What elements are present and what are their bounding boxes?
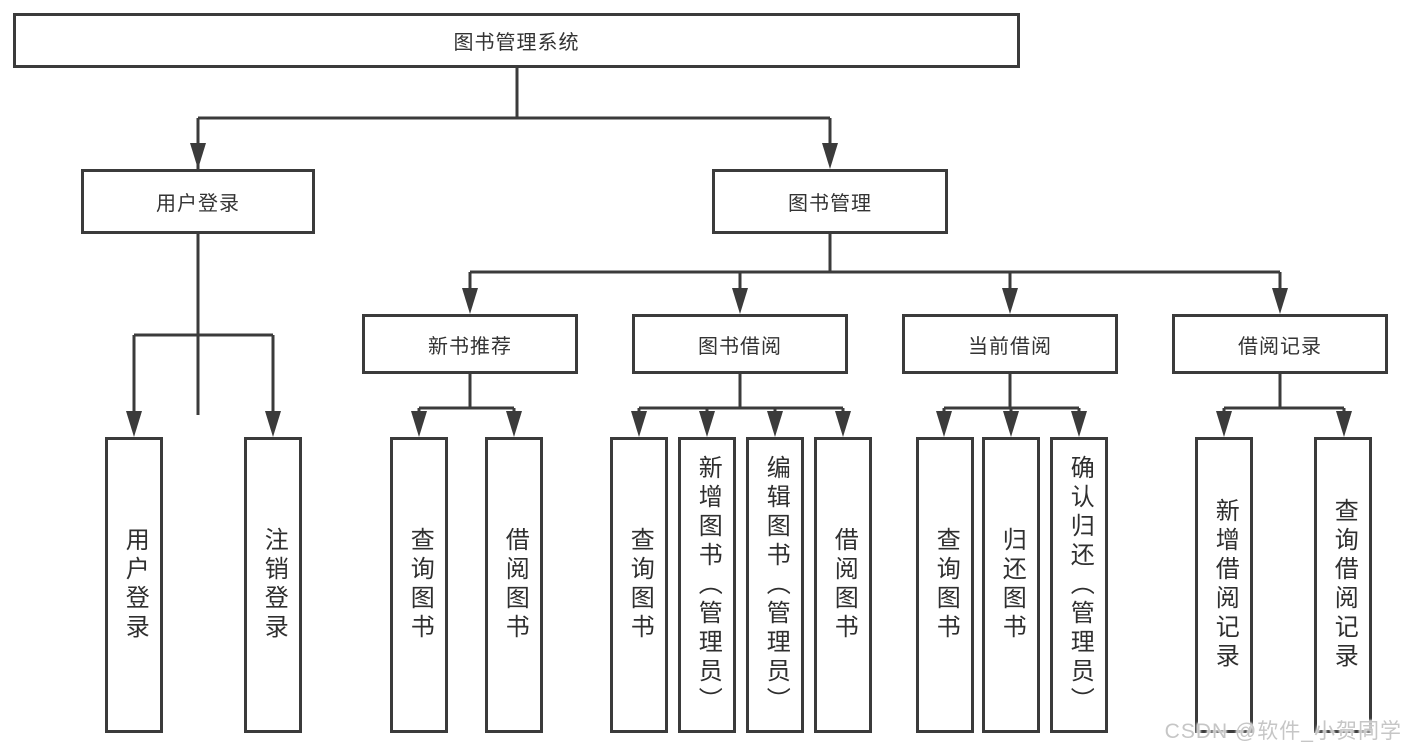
connector-bookmgmt-to-level3 — [468, 234, 1282, 296]
leaf-query-books-borrow: 查询图书 — [610, 437, 668, 733]
leaf-borrow-books-recommend: 借阅图书 — [485, 437, 543, 733]
leaf-logout: 注销登录 — [244, 437, 302, 733]
leaf-label: 查询图书 — [406, 527, 434, 643]
leaf-query-books-recommend: 查询图书 — [390, 437, 448, 733]
connector-newbook-to-leaves — [417, 374, 516, 419]
leaf-label: 归还图书 — [998, 527, 1026, 643]
node-current-borrow: 当前借阅 — [902, 314, 1118, 374]
leaf-confirm-return-admin: 确认归还（管理员） — [1050, 437, 1108, 733]
node-label: 图书借阅 — [698, 335, 782, 358]
node-label: 当前借阅 — [968, 335, 1052, 358]
node-label: 图书管理系统 — [453, 32, 580, 54]
leaf-label: 借阅图书 — [830, 527, 858, 643]
csdn-watermark: CSDN @软件_小贺同学 — [1164, 720, 1402, 743]
leaf-query-borrow-record: 查询借阅记录 — [1314, 437, 1372, 733]
connector-bookborrow-to-leaves — [637, 374, 845, 419]
node-label: 借阅记录 — [1238, 335, 1322, 358]
leaf-add-borrow-record: 新增借阅记录 — [1195, 437, 1253, 733]
node-new-book-recommend: 新书推荐 — [362, 314, 578, 374]
node-user-login: 用户登录 — [81, 169, 315, 234]
connector-borrowrecords-to-leaves — [1222, 374, 1346, 419]
arrowheads — [126, 143, 1352, 437]
leaf-label: 确认归还（管理员） — [1066, 454, 1094, 716]
node-label: 图书管理 — [788, 193, 872, 215]
node-label: 新书推荐 — [428, 335, 512, 358]
node-book-borrow: 图书借阅 — [632, 314, 848, 374]
leaf-user-login: 用户登录 — [105, 437, 163, 733]
leaf-query-books-current: 查询图书 — [916, 437, 974, 733]
leaf-label: 注销登录 — [260, 527, 288, 643]
connector-userlogin-to-leaves — [132, 234, 275, 419]
leaf-add-books-admin: 新增图书（管理员） — [678, 437, 736, 733]
leaf-label: 用户登录 — [121, 527, 149, 643]
leaf-label: 借阅图书 — [501, 527, 529, 643]
node-label: 用户登录 — [156, 193, 240, 215]
leaf-label: 查询借阅记录 — [1330, 498, 1358, 672]
node-library-management-system: 图书管理系统 — [13, 13, 1020, 68]
leaf-label: 编辑图书（管理员） — [762, 454, 790, 716]
leaf-label: 新增借阅记录 — [1211, 498, 1239, 672]
leaf-label: 新增图书（管理员） — [694, 454, 722, 716]
leaf-return-books: 归还图书 — [982, 437, 1040, 733]
leaf-borrow-books: 借阅图书 — [814, 437, 872, 733]
leaf-label: 查询图书 — [932, 527, 960, 643]
leaf-edit-books-admin: 编辑图书（管理员） — [746, 437, 804, 733]
node-borrow-records: 借阅记录 — [1172, 314, 1388, 374]
node-book-management: 图书管理 — [712, 169, 948, 234]
leaf-label: 查询图书 — [626, 527, 654, 643]
